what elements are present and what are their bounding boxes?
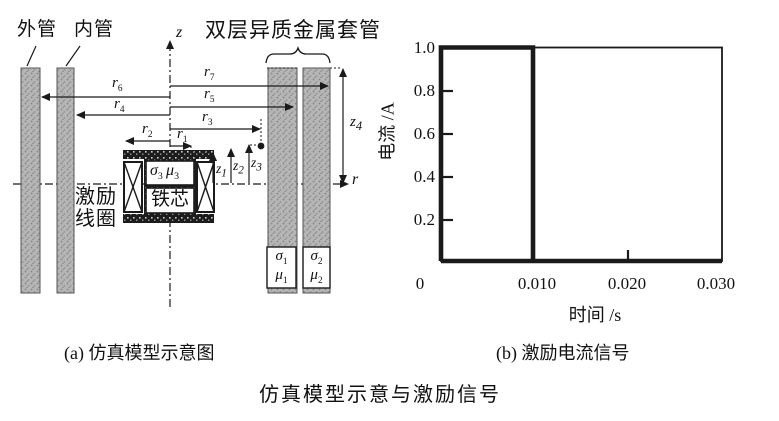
casing-inner-material-box bbox=[266, 246, 297, 289]
core-material-label: σ3 μ3 bbox=[150, 162, 180, 183]
dim-label-r3: r3 bbox=[202, 109, 213, 128]
caption-panel-b: (b) 激励电流信号 bbox=[496, 343, 630, 363]
axis-ticks bbox=[441, 89, 630, 260]
casing-inner-material-label: σ1 μ1 bbox=[275, 248, 288, 286]
inner-pipe-label: 内管 bbox=[74, 19, 115, 40]
xtick-label-0-020: 0.020 bbox=[607, 274, 647, 293]
core-name-box bbox=[145, 187, 195, 214]
outer-pipe-pointer-line bbox=[26, 45, 37, 67]
coil-winding-right bbox=[196, 161, 215, 213]
outer-pipe-bar bbox=[20, 67, 41, 294]
core-top-plate bbox=[123, 150, 214, 159]
ytick-label-0-2: 0.2 bbox=[413, 210, 435, 229]
figure-title: 仿真模型示意与激励信号 bbox=[259, 384, 501, 406]
dim-label-z2: z2 bbox=[233, 158, 244, 177]
y-axis-title: 电流 /A bbox=[377, 102, 398, 161]
inner-pipe-pointer-line bbox=[65, 45, 81, 67]
r-axis-label: r bbox=[352, 171, 359, 188]
coil-label-line1: 激励 bbox=[75, 186, 117, 208]
dim-label-r5: r5 bbox=[204, 86, 215, 105]
dim-label-r2: r2 bbox=[142, 121, 153, 140]
casing-outer-material-label: σ2 μ2 bbox=[310, 248, 323, 286]
dim-label-r7: r7 bbox=[204, 64, 215, 83]
ytick-label-1-0: 1.0 bbox=[413, 38, 435, 57]
coil-winding-left bbox=[123, 161, 143, 213]
plot-frame bbox=[440, 46, 723, 262]
casing-label: 双层异质金属套管 bbox=[205, 18, 381, 42]
core-material-box bbox=[145, 160, 195, 186]
reference-point-dot bbox=[257, 142, 265, 150]
xtick-label-0: 0 bbox=[415, 274, 425, 293]
core-bottom-plate bbox=[123, 214, 214, 223]
ytick-label-0-4: 0.4 bbox=[413, 167, 435, 186]
inner-pipe-bar bbox=[56, 67, 75, 294]
dim-label-z4: z4 bbox=[350, 114, 363, 133]
casing-outer-material-box bbox=[302, 246, 331, 289]
construction-lines bbox=[190, 67, 342, 152]
x-axis-title: 时间 /s bbox=[568, 305, 622, 325]
dim-label-r4: r4 bbox=[114, 96, 125, 115]
radial-dimension-lines bbox=[41, 82, 329, 150]
dim-label-z1: z1 bbox=[216, 161, 227, 180]
axial-dimension-lines bbox=[209, 68, 347, 184]
casing-brace bbox=[265, 45, 331, 64]
xtick-label-0-010: 0.010 bbox=[517, 274, 557, 293]
ytick-label-0-8: 0.8 bbox=[413, 81, 435, 100]
outer-pipe-label: 外管 bbox=[17, 19, 58, 40]
dim-label-z3: z3 bbox=[251, 155, 262, 174]
xtick-label-0-030: 0.030 bbox=[696, 274, 736, 293]
caption-panel-a: (a) 仿真模型示意图 bbox=[64, 343, 215, 363]
ytick-label-0-6: 0.6 bbox=[413, 124, 435, 143]
z-axis-label: z bbox=[176, 24, 183, 41]
dim-label-r1: r1 bbox=[177, 126, 188, 145]
dim-label-r6: r6 bbox=[112, 75, 123, 94]
coil-label-line2: 线圈 bbox=[75, 208, 117, 230]
signal-path bbox=[438, 45, 722, 264]
core-label: 铁芯 bbox=[151, 189, 190, 210]
